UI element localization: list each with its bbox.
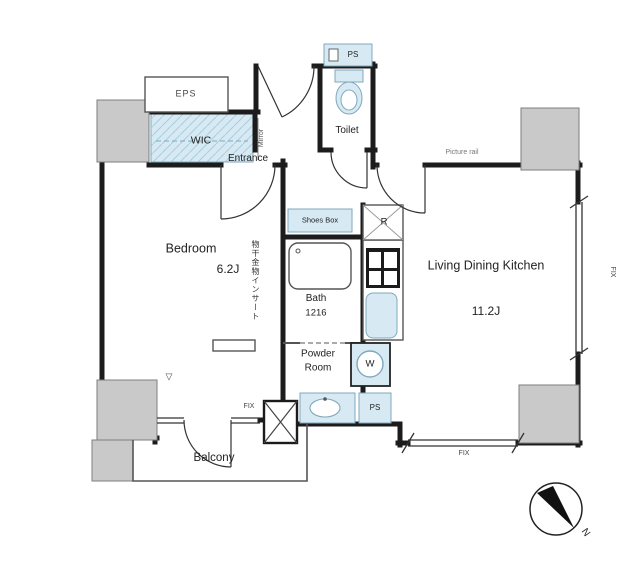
bedroom-label: Bedroom <box>165 241 217 256</box>
washing-machine-icon <box>350 342 391 387</box>
ps-top-box <box>323 43 373 67</box>
ldk-door <box>376 164 426 214</box>
toilet-label: Toilet <box>335 125 359 136</box>
bottom-fix-window <box>401 432 525 454</box>
stove-icon <box>366 248 400 288</box>
column-top-right <box>520 107 580 171</box>
bedroom-size-label: 6.2J <box>216 261 240 276</box>
fix-bottom-label: FIX <box>458 449 470 457</box>
bedroom-window-left <box>157 417 184 424</box>
structural-columns <box>91 99 580 482</box>
wet-area-fills <box>150 113 353 233</box>
duct-shaft <box>262 399 299 445</box>
ps-bottom-label: PS <box>369 403 381 413</box>
shoes-box-area <box>287 208 353 233</box>
washer-label: W <box>365 358 375 370</box>
meter-icon <box>328 48 339 62</box>
fix-right-label: FIX <box>609 266 617 278</box>
powder-room-label: Powder Room <box>301 348 335 374</box>
bathtub-icon <box>288 242 352 290</box>
picture-rail-label: Picture rail <box>445 148 479 156</box>
toilet-icon <box>334 69 364 115</box>
wic-hatch <box>150 113 254 163</box>
column-bottom-left <box>96 379 158 441</box>
bath-size-label: 1216 <box>305 307 327 319</box>
compass-icon <box>529 482 583 536</box>
column-balcony-left <box>91 439 134 482</box>
washbasin-icon <box>299 392 356 424</box>
wic-label: WIC <box>190 134 212 147</box>
kitchen-counter <box>362 204 404 341</box>
kitchen-sink-icon <box>365 292 398 339</box>
balcony-door <box>183 419 232 468</box>
balcony-label: Balcony <box>193 452 235 465</box>
ldk-size-label: 11.2J <box>471 303 501 318</box>
right-fix-window <box>569 195 589 361</box>
bath-label: Bath <box>305 293 327 304</box>
refrigerator-label: R <box>380 216 388 228</box>
balcony-outline <box>132 424 308 482</box>
ps-top-label: PS <box>347 50 359 60</box>
ldk-label: Living Dining Kitchen <box>427 258 545 273</box>
fix-bedroom-label: FIX <box>243 402 255 410</box>
bedroom-window-right <box>231 417 260 424</box>
eps-label: EPS <box>175 88 197 99</box>
mirror-label: Mirror <box>257 128 265 148</box>
ps-bottom-box <box>358 392 392 424</box>
counter-shelf <box>212 339 256 352</box>
shoes-box-label: Shoes Box <box>301 215 339 225</box>
bedroom-door <box>220 164 276 220</box>
column-bottom-right <box>518 384 580 444</box>
eps-box <box>144 76 229 113</box>
hanging-triangle-mark: ▽ <box>165 371 173 382</box>
fix-windows <box>157 195 589 454</box>
entrance-door <box>257 65 315 118</box>
toilet-door <box>330 151 368 189</box>
column-top-left <box>96 99 150 163</box>
door-swing-arcs <box>183 65 426 468</box>
entrance-label: Entrance <box>227 153 269 164</box>
laundry-hardware-note: 物干金物インサート <box>251 240 260 321</box>
